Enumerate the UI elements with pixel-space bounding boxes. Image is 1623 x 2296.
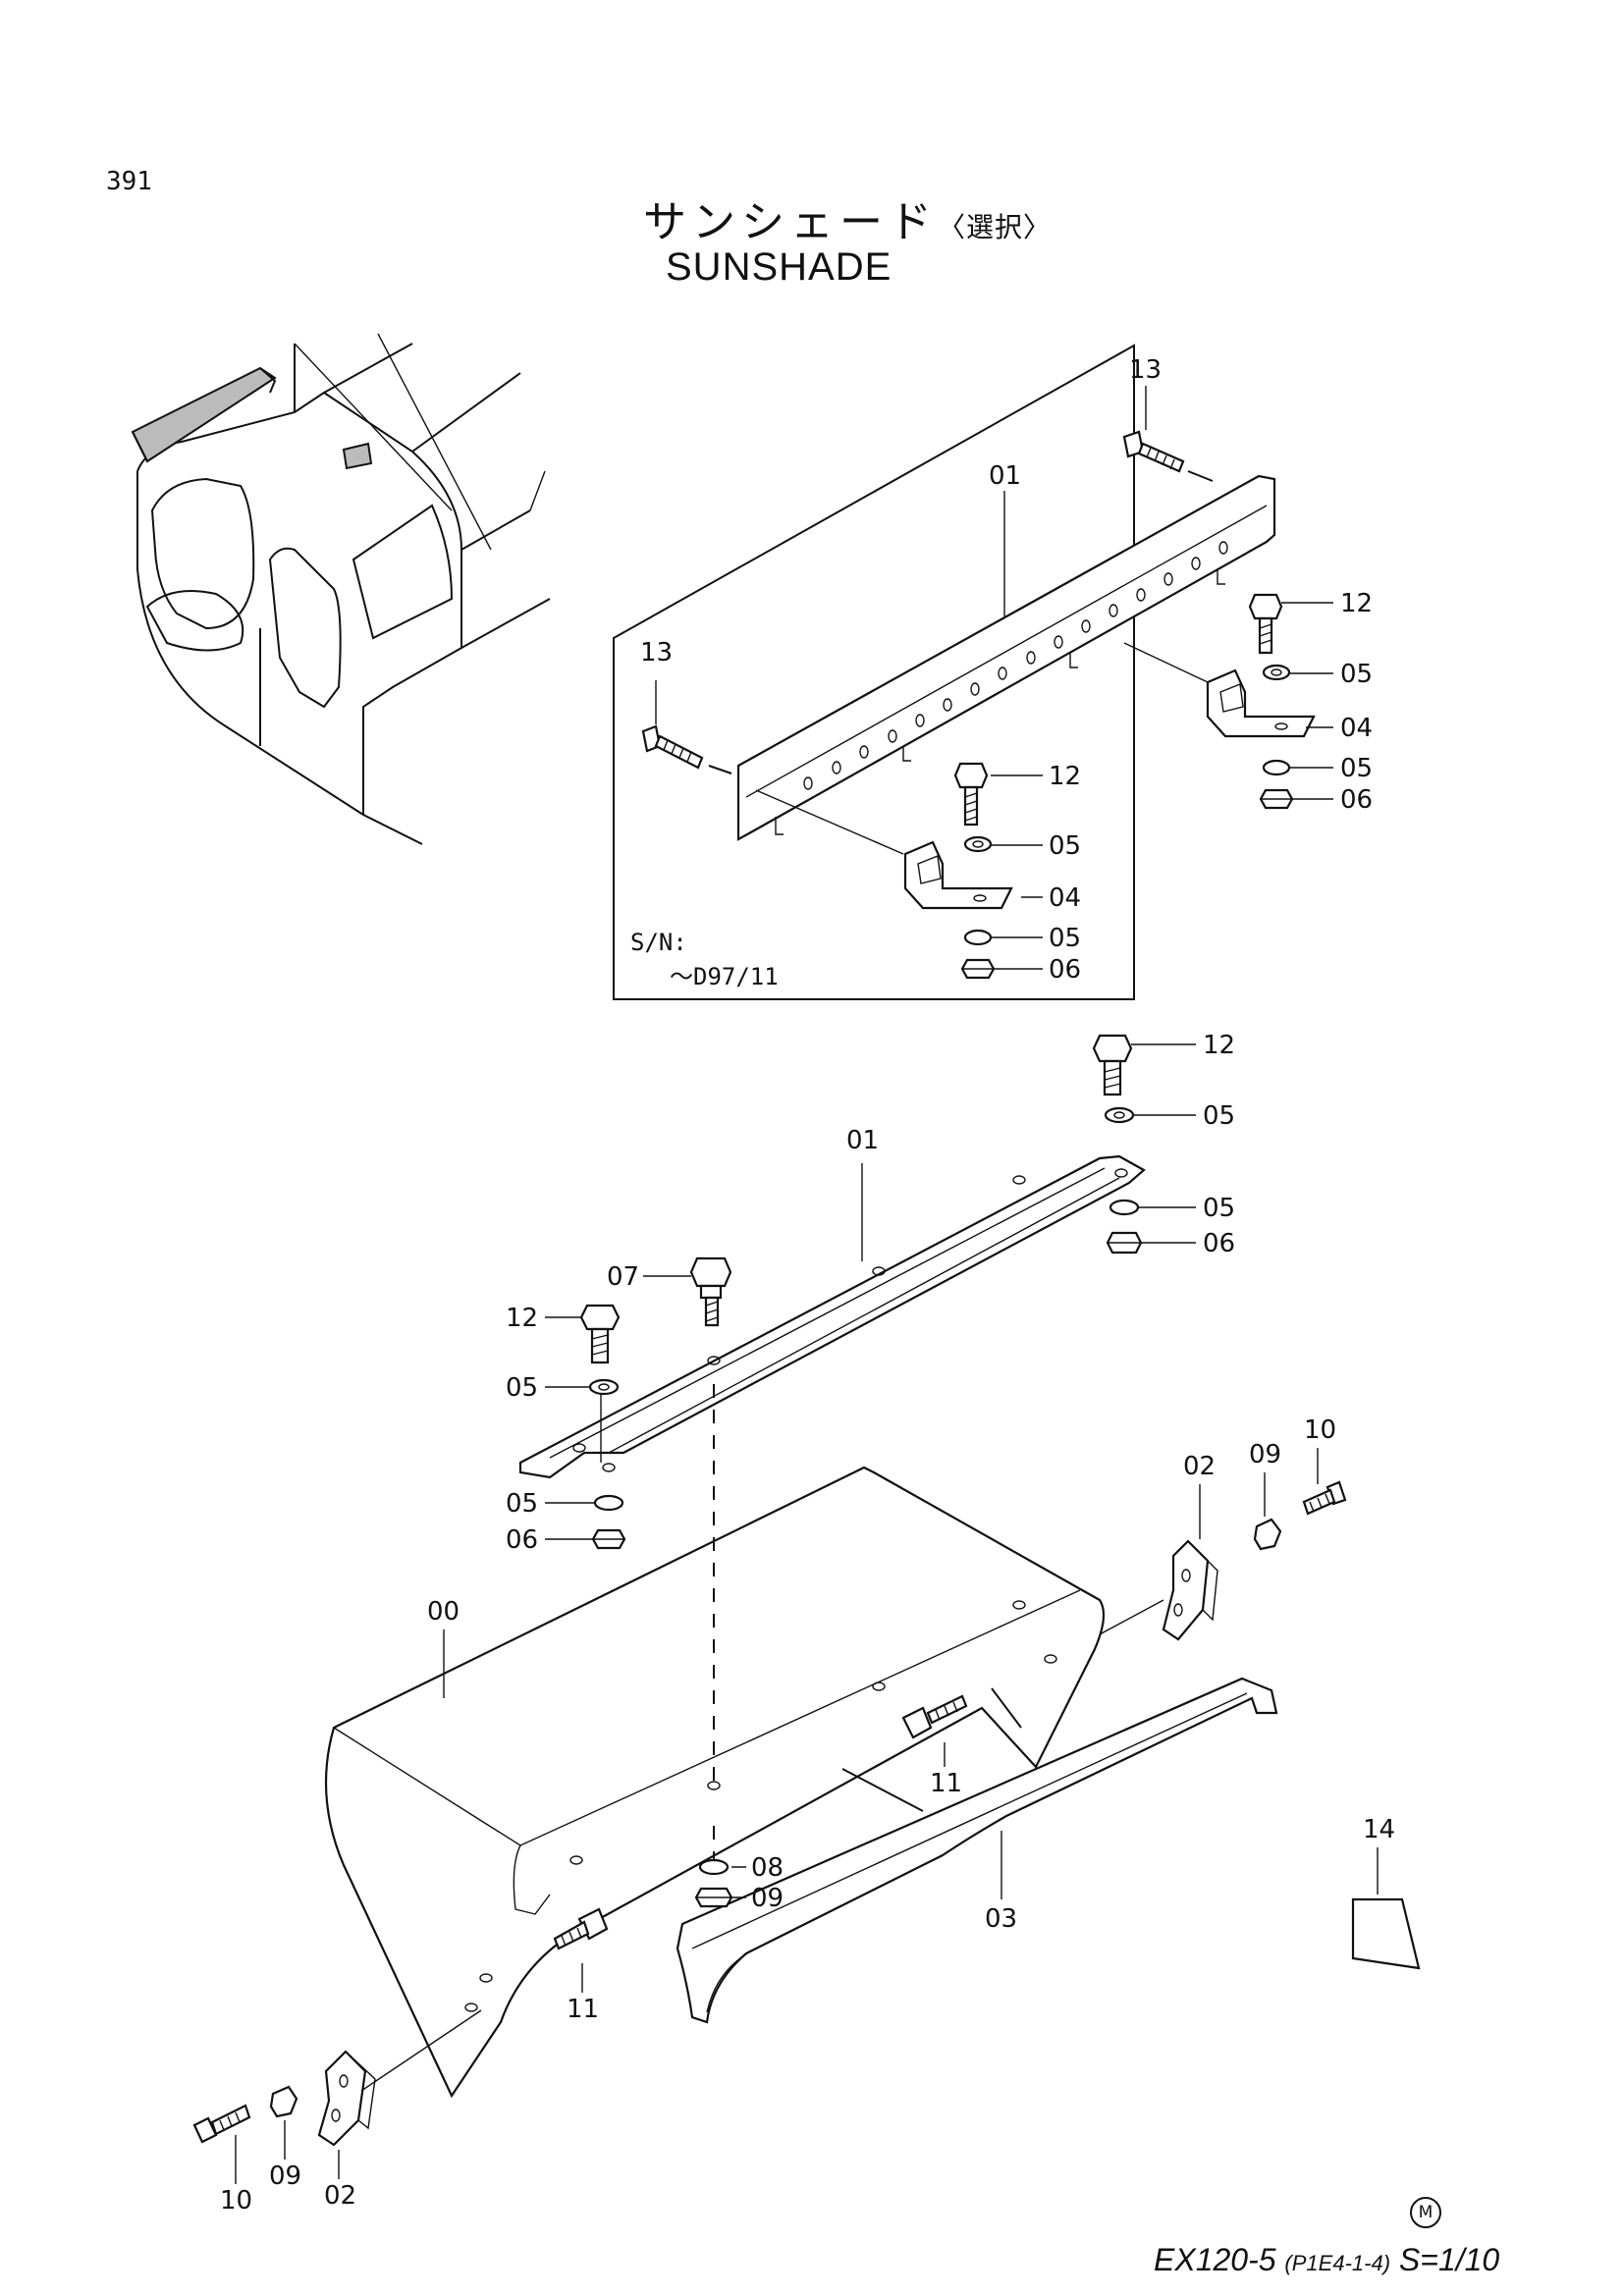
sunshade-seal — [676, 1677, 1278, 2024]
page-number: 391 — [106, 167, 152, 196]
main-callout: 11 — [567, 1995, 599, 2024]
main-callout: 05 — [506, 1373, 538, 1403]
main-callout: 07 — [607, 1262, 639, 1292]
inset-rail — [736, 474, 1276, 841]
title-japanese-text: サンシェード — [643, 197, 938, 247]
footer-mark: M — [1410, 2197, 1441, 2228]
main-callout: 05 — [1203, 1101, 1235, 1131]
footer-model: EX120-5 — [1154, 2242, 1276, 2277]
bracket-right — [1162, 1539, 1210, 1641]
main-callout: 05 — [1203, 1194, 1235, 1223]
inset-callout: 01 — [989, 461, 1021, 491]
main-callout: 14 — [1363, 1815, 1395, 1844]
inset-washer — [963, 929, 993, 946]
nut — [269, 2085, 298, 2118]
main-assembly: 12 05 01 05 06 07 12 05 05 06 02 09 10 0… — [192, 1031, 1421, 2216]
inset-callout: 05 — [1049, 831, 1081, 861]
inset-washer — [1262, 759, 1291, 776]
inset-bolt-right — [1122, 430, 1185, 473]
main-callout: 01 — [846, 1126, 879, 1155]
main-callout: 09 — [751, 1884, 784, 1913]
title-option: 〈選択〉 — [938, 211, 1053, 243]
inset-washer — [963, 835, 993, 853]
inset-washer — [1262, 664, 1291, 681]
inset-bolt-left — [641, 724, 704, 770]
washer — [593, 1494, 624, 1512]
main-callout: 02 — [1183, 1452, 1216, 1481]
main-callout: 02 — [324, 2181, 356, 2211]
serial-label: S/N: — [630, 929, 687, 956]
cab-locator-sketch — [131, 333, 551, 845]
main-callout: 05 — [506, 1489, 538, 1519]
bolt-right — [1302, 1480, 1347, 1516]
washer — [1104, 1106, 1135, 1124]
washer — [588, 1378, 620, 1396]
inset-callout: 12 — [1340, 589, 1373, 618]
bolt-left — [192, 2104, 251, 2144]
footer-caption: EX120-5 (P1E4-1-4) S=1/10 — [1154, 2242, 1499, 2278]
inset-callout: 13 — [1129, 355, 1162, 385]
main-callout: 03 — [985, 1904, 1017, 1934]
inset-callout: 06 — [1340, 785, 1373, 815]
serial-range: ～D97/11 — [670, 963, 779, 990]
main-callout: 10 — [220, 2186, 252, 2216]
inset-callout: 05 — [1049, 924, 1081, 953]
inset-hex-bolt-left — [953, 762, 989, 827]
main-callout: 11 — [930, 1769, 962, 1798]
main-rail — [518, 1154, 1146, 1479]
title-japanese: サンシェード〈選択〉 — [643, 187, 1052, 249]
main-callout: 09 — [1249, 1440, 1281, 1469]
bolt-11-right — [901, 1694, 968, 1739]
inset-rail-holes — [803, 541, 1228, 790]
title-english: SUNSHADE — [666, 245, 893, 289]
main-callout: 06 — [1203, 1229, 1235, 1258]
hex-bolt-left — [579, 1304, 621, 1364]
washer — [1109, 1199, 1140, 1216]
main-callout: 12 — [1203, 1031, 1235, 1060]
inset-callout: 13 — [640, 638, 673, 667]
inset-callout: 05 — [1340, 660, 1373, 689]
hex-bolt-top — [1092, 1034, 1133, 1096]
main-callout: 12 — [506, 1304, 538, 1333]
main-callout: 00 — [427, 1597, 460, 1627]
main-callout: 06 — [506, 1525, 538, 1555]
main-callout: 08 — [751, 1853, 784, 1883]
inset-callout: 04 — [1049, 883, 1081, 913]
inset-callout: 05 — [1340, 754, 1373, 783]
washer — [698, 1858, 730, 1876]
bracket-left — [317, 2050, 367, 2147]
label-plate — [1351, 1897, 1421, 1970]
inset-bracket-left — [903, 840, 1013, 910]
inset-callout: 04 — [1340, 714, 1373, 743]
inset-bracket-right — [1206, 668, 1316, 738]
main-callout: 09 — [269, 2162, 301, 2191]
bolt-07 — [689, 1256, 732, 1327]
footer-code: (P1E4-1-4) — [1284, 2251, 1391, 2275]
inset-callout: 12 — [1049, 762, 1081, 791]
bolt-11-left — [553, 1907, 609, 1950]
nut — [1253, 1518, 1282, 1551]
footer-scale: S=1/10 — [1398, 2242, 1500, 2277]
inset-hex-bolt-right — [1248, 593, 1283, 655]
main-callout: 10 — [1304, 1415, 1336, 1445]
inset-box: 13 01 13 12 05 04 05 06 12 05 04 05 06 S… — [613, 344, 1373, 1000]
inset-callout: 06 — [1049, 955, 1081, 985]
